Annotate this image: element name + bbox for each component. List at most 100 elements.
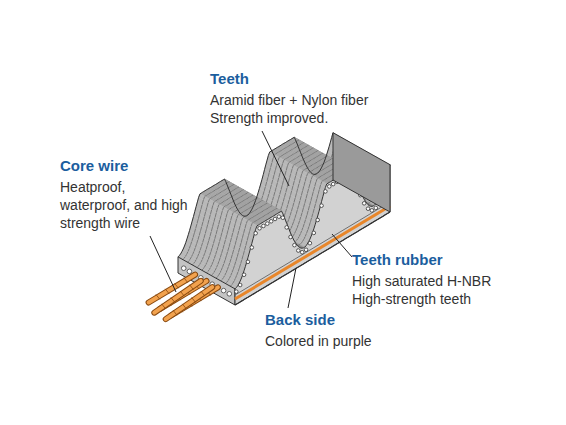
fabric-stripe: [209, 237, 210, 242]
fabric-stripe: [290, 173, 291, 178]
fabric-stripe: [200, 209, 201, 214]
fabric-stripe: [290, 191, 291, 196]
fabric-stripe: [203, 267, 204, 269]
fabric-stripe: [231, 273, 232, 276]
fabric-stripe: [211, 248, 212, 252]
fabric-stripe: [209, 268, 210, 270]
fabric-stripe: [218, 204, 219, 207]
fabric-stripe: [223, 223, 224, 228]
fabric-stripe: [222, 264, 223, 267]
fabric-stripe: [198, 214, 199, 219]
fabric-stripe: [301, 213, 302, 217]
fabric-stripe: [195, 244, 196, 248]
fabric-stripe: [286, 166, 287, 171]
fabric-stripe: [209, 215, 210, 220]
fabric-stripe: [229, 276, 230, 279]
fabric-stripe: [225, 256, 226, 260]
fabric-stripe: [221, 267, 222, 270]
fabric-stripe: [303, 186, 304, 191]
fabric-stripe: [231, 254, 232, 258]
fabric-stripe: [194, 248, 195, 251]
fabric-dot: [238, 283, 242, 287]
fabric-stripe: [202, 257, 203, 260]
fabric-stripe: [275, 165, 276, 170]
fabric-stripe: [218, 242, 219, 247]
fabric-stripe: [202, 200, 203, 205]
fabric-stripe: [311, 196, 312, 201]
fabric-stripe: [265, 182, 266, 187]
fabric-stripe: [321, 181, 322, 184]
fabric-stripe: [269, 189, 270, 194]
fabric-stripe: [274, 192, 275, 197]
fabric-stripe: [225, 235, 226, 240]
fabric-stripe: [277, 199, 278, 203]
fabric-stripe: [294, 176, 295, 181]
wire-twist: [173, 310, 177, 315]
fabric-stripe: [197, 254, 198, 257]
fabric-stripe: [292, 165, 293, 168]
fabric-stripe: [309, 201, 310, 206]
fabric-stripe: [202, 222, 203, 227]
wire-twist: [201, 291, 205, 296]
fabric-stripe: [263, 191, 264, 195]
fabric-stripe: [294, 218, 295, 222]
callout-title: Teeth: [210, 70, 400, 88]
fabric-stripe: [303, 203, 304, 208]
fabric-stripe: [229, 242, 230, 247]
fabric-stripe: [283, 197, 284, 202]
fabric-stripe: [296, 228, 297, 231]
fabric-stripe: [227, 230, 228, 235]
fabric-dot: [269, 220, 273, 224]
fabric-dot: [374, 206, 378, 210]
fabric-stripe: [264, 187, 265, 192]
fabric-dot: [234, 290, 238, 294]
fabric-stripe: [274, 170, 275, 175]
fabric-stripe: [316, 179, 317, 182]
fabric-stripe: [308, 226, 309, 230]
fabric-stripe: [312, 213, 313, 218]
fabric-stripe: [296, 210, 297, 214]
leader-line: [332, 234, 352, 257]
fabric-stripe: [205, 229, 206, 234]
fabric-stripe: [228, 247, 229, 252]
fabric-stripe: [251, 223, 252, 226]
fabric-stripe: [225, 273, 226, 276]
fabric-stripe: [278, 178, 279, 183]
fabric-dot: [312, 231, 316, 235]
fabric-stripe: [297, 239, 298, 241]
fabric-stripe: [224, 260, 225, 264]
fabric-stripe: [318, 189, 319, 194]
fabric-stripe: [271, 180, 272, 185]
fabric-dot: [242, 273, 246, 277]
fabric-stripe: [262, 196, 263, 200]
fabric-stripe: [196, 224, 197, 229]
fabric-stripe: [312, 191, 313, 196]
fabric-stripe: [235, 219, 236, 224]
fabric-stripe: [310, 218, 311, 222]
fabric-stripe: [285, 171, 286, 176]
fabric-stripe: [238, 268, 239, 272]
fabric-stripe: [222, 278, 223, 280]
fabric-stripe: [214, 270, 215, 272]
fabric-stripe: [229, 221, 230, 226]
fabric-stripe: [281, 206, 282, 210]
fabric-stripe: [213, 273, 214, 275]
fabric-stripe: [199, 251, 200, 254]
fabric-stripe: [298, 236, 299, 238]
fabric-stripe: [203, 196, 204, 199]
fabric-stripe: [223, 276, 224, 278]
fabric-stripe: [289, 216, 290, 220]
fabric-stripe: [198, 236, 199, 240]
fabric-dot: [331, 182, 335, 186]
fabric-stripe: [234, 223, 235, 228]
fabric-stripe: [217, 225, 218, 230]
fabric-stripe: [221, 211, 222, 216]
fabric-stripe: [184, 257, 185, 259]
wire-twist: [165, 289, 169, 294]
fabric-dot: [250, 246, 254, 250]
callout-text: Colored in purple: [265, 332, 435, 350]
fabric-stripe: [233, 265, 234, 269]
fabric-stripe: [248, 231, 249, 236]
fabric-stripe: [294, 198, 295, 203]
fabric-stripe: [283, 160, 284, 163]
